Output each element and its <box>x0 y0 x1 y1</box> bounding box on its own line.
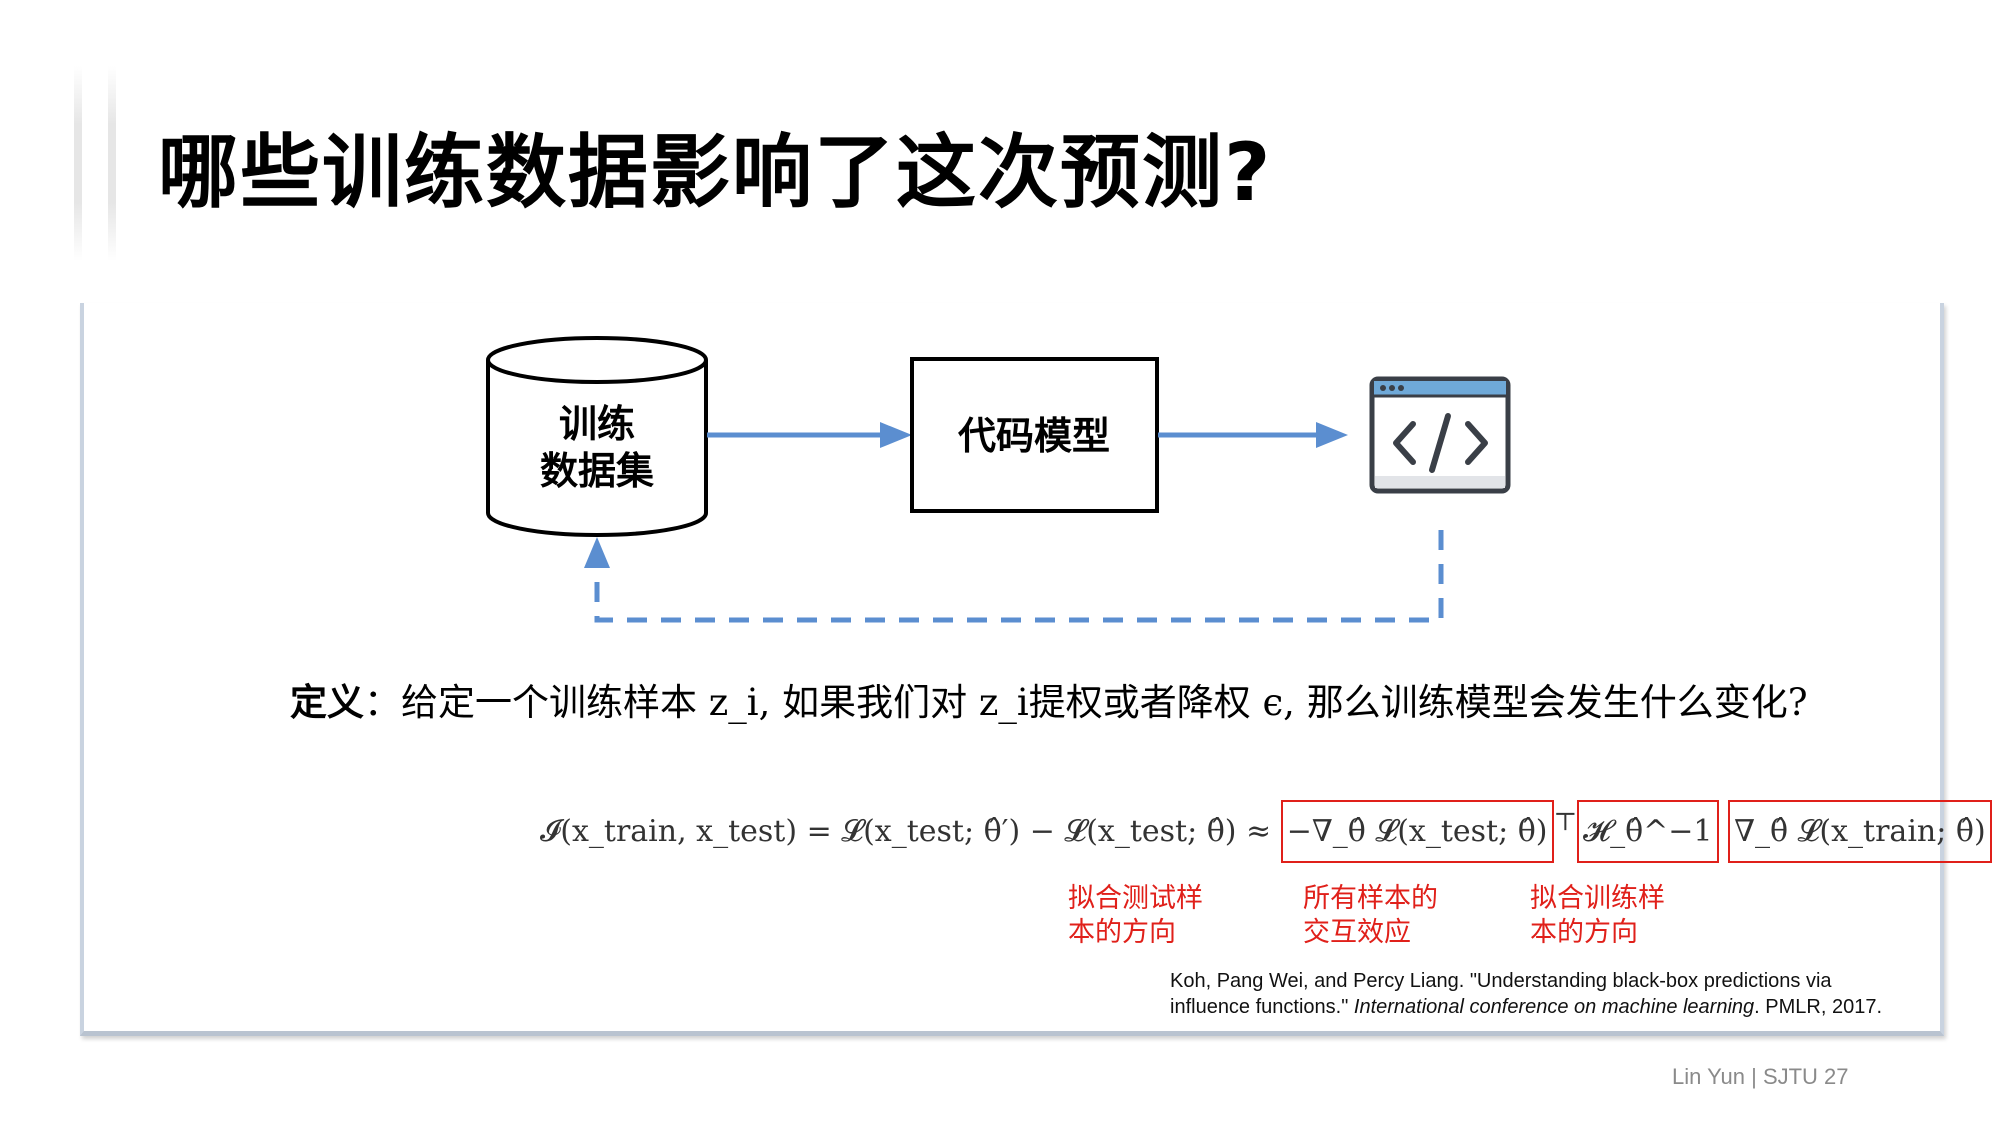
annotation-interaction-effect: 所有样本的 交互效应 <box>1303 883 1438 948</box>
database-label-line2: 数据集 <box>540 449 654 493</box>
influence-formula: 𝓘(x_train, x_test) = 𝓛(x_test; θ̂′) − 𝓛(… <box>540 800 1992 863</box>
arrow-data-to-model <box>707 422 912 448</box>
annotation-test-direction: 拟合测试样 本的方向 <box>1068 883 1203 948</box>
formula-term-train-gradient: ∇_θ̂ 𝓛(x_train; θ̂) <box>1728 800 1992 863</box>
slide-footer: Lin Yun | SJTU 27 <box>1672 1064 1849 1089</box>
model-box <box>910 357 1159 513</box>
decorative-bar <box>108 66 116 261</box>
formula-transpose: ⊤ <box>1553 807 1578 836</box>
formula-term-test-gradient: −∇_θ̂ 𝓛(x_test; θ̂) <box>1280 800 1554 863</box>
citation-line1: Koh, Pang Wei, and Percy Liang. "Underst… <box>1170 970 1832 992</box>
formula-term-hessian: 𝓗_θ̂^−1 <box>1577 800 1719 863</box>
formula-lhs: 𝓘(x_train, x_test) = 𝓛(x_test; θ̂′) − 𝓛(… <box>540 814 1272 849</box>
decorative-bar <box>74 66 82 261</box>
database-cylinder <box>486 336 708 537</box>
definition-text: 定义：给定一个训练样本 z_i, 如果我们对 z_i提权或者降权 ϵ, 那么训练… <box>290 672 1808 726</box>
database-label-line1: 训练 <box>559 402 635 446</box>
code-window-icon <box>1369 376 1511 494</box>
slide-title: 哪些训练数据影响了这次预测? <box>158 126 1273 219</box>
feedback-dashed-arrow <box>584 530 1444 623</box>
annotation-train-direction: 拟合训练样 本的方向 <box>1530 883 1665 948</box>
model-label: 代码模型 <box>958 414 1110 458</box>
arrow-model-to-output <box>1158 422 1348 448</box>
definition-body: ：给定一个训练样本 z_i, 如果我们对 z_i提权或者降权 ϵ, 那么训练模型… <box>364 681 1808 724</box>
citation: Koh, Pang Wei, and Percy Liang. "Underst… <box>1170 968 1882 1020</box>
definition-label: 定义 <box>290 680 364 724</box>
citation-line2: influence functions." International conf… <box>1170 996 1882 1018</box>
